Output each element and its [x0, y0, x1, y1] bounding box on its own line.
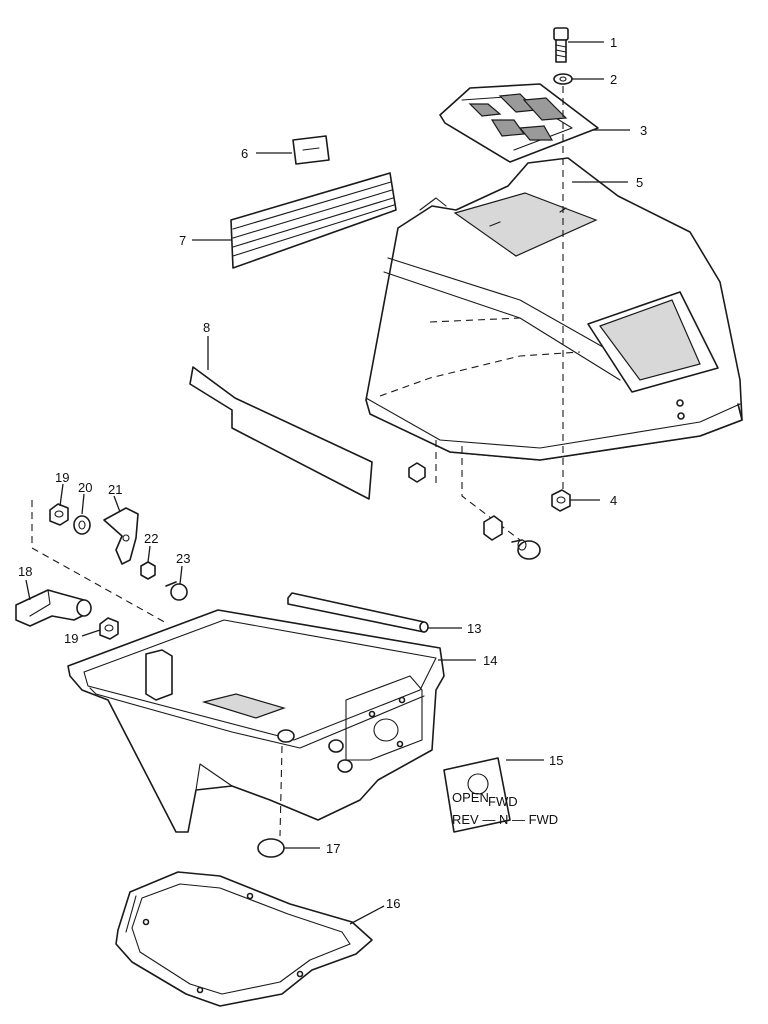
callout-5: 5	[572, 175, 643, 190]
plate-mark-bottom: REV — N — FWD	[452, 812, 558, 827]
callout-label-4: 4	[610, 493, 617, 508]
callout-16: 16	[349, 896, 400, 925]
callout-label-22: 22	[144, 531, 158, 546]
plate-mark-right: FWD	[488, 794, 518, 809]
callout-label-15: 15	[549, 753, 563, 768]
callout-label-19b: 19	[64, 631, 78, 646]
callout-18: 18	[18, 564, 32, 601]
callout-21: 21	[108, 482, 122, 513]
latch-washer	[73, 515, 91, 535]
callout-label-16: 16	[386, 896, 400, 911]
small-decal	[292, 135, 330, 165]
gasket	[115, 871, 373, 1007]
vent-grille	[230, 172, 397, 269]
callout-label-8: 8	[203, 320, 210, 335]
small-nut	[140, 561, 156, 580]
callout-label-3: 3	[640, 123, 647, 138]
callout-20: 20	[78, 480, 92, 515]
engine-cover	[365, 157, 743, 461]
callout-23: 23	[176, 551, 190, 585]
lower-pan	[67, 609, 445, 833]
callout-label-18: 18	[18, 564, 32, 579]
callout-label-21: 21	[108, 482, 122, 497]
latch-screw	[165, 581, 188, 601]
plate-mark-left: OPEN	[452, 790, 489, 805]
callout-label-14: 14	[483, 653, 497, 668]
callout-3: 3	[592, 123, 647, 138]
callout-14: 14	[438, 653, 497, 668]
bushing	[483, 515, 503, 541]
callout-label-23: 23	[176, 551, 190, 566]
seal-strip	[189, 366, 373, 500]
callout-6: 6	[241, 146, 292, 161]
latch-handle	[15, 589, 92, 627]
screw	[553, 27, 569, 63]
callout-22: 22	[144, 531, 158, 563]
callout-label-5: 5	[636, 175, 643, 190]
callout-7: 7	[179, 233, 232, 248]
callout-label-7: 7	[179, 233, 186, 248]
hood-pin	[511, 539, 541, 560]
shift-plate: OPEN FWD REV — N — FWD	[443, 757, 558, 833]
assembly-axis-latch	[31, 500, 169, 625]
grommet	[408, 462, 426, 483]
nut	[551, 489, 571, 512]
callout-label-1: 1	[610, 35, 617, 50]
callout-label-13: 13	[467, 621, 481, 636]
top-cover-plate	[439, 83, 599, 163]
latch-hook	[103, 507, 139, 565]
callout-4: 4	[570, 493, 617, 508]
callout-2: 2	[572, 72, 617, 87]
callout-label-20: 20	[78, 480, 92, 495]
nut-lower	[99, 617, 119, 640]
callout-label-17: 17	[326, 841, 340, 856]
callout-19b: 19	[64, 629, 101, 646]
rubber-strip	[287, 592, 429, 633]
callout-8: 8	[203, 320, 210, 370]
washer	[553, 73, 573, 85]
callout-label-19a: 19	[55, 470, 69, 485]
callout-19a: 19	[55, 470, 69, 507]
callout-17: 17	[284, 841, 340, 856]
callout-label-2: 2	[610, 72, 617, 87]
callout-15: 15	[506, 753, 563, 768]
callout-1: 1	[568, 35, 617, 50]
callout-label-6: 6	[241, 146, 248, 161]
nut-upper	[49, 503, 69, 526]
callout-13: 13	[428, 621, 481, 636]
